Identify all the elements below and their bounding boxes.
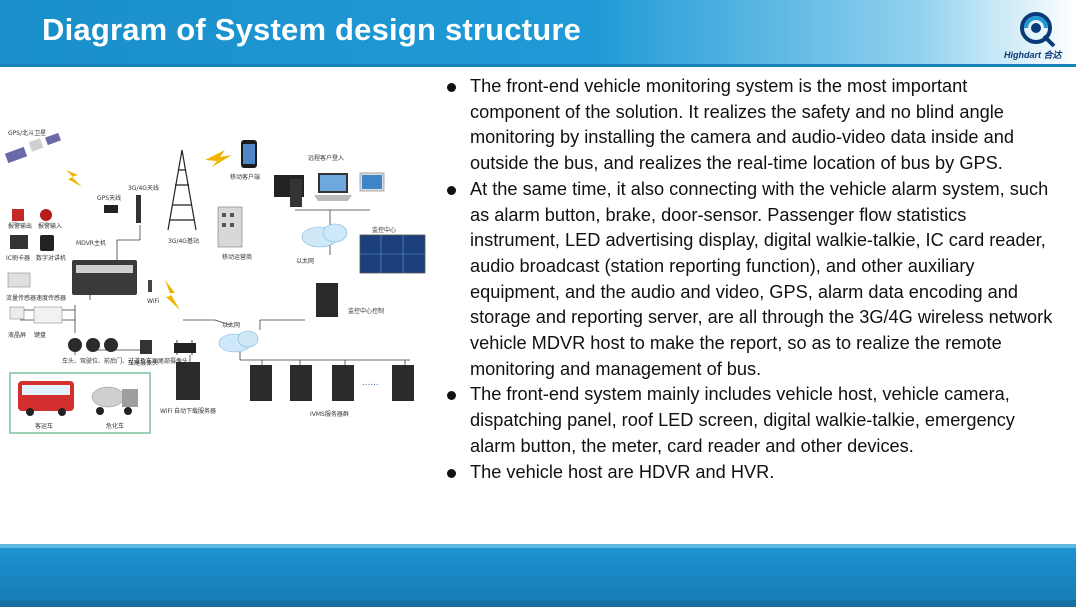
description-list: The front-end vehicle monitoring system … — [446, 74, 1056, 485]
wifi-router-icon — [174, 343, 196, 353]
rear-camera-icon — [140, 340, 152, 354]
bullet-text: The front-end vehicle monitoring system … — [470, 76, 1014, 174]
alarm-output-label: 报警输出 — [8, 222, 32, 230]
bullet-item: The front-end vehicle monitoring system … — [446, 74, 1056, 177]
footer-shadow — [0, 600, 1076, 607]
4g-antenna-icon — [136, 195, 141, 223]
lcd-screen-icon — [9, 306, 25, 320]
gps-antenna-label: GPS天线 — [97, 194, 121, 202]
bullet-item: The front-end system mainly includes veh… — [446, 382, 1056, 459]
title-bar-underline — [0, 64, 1076, 67]
gps-satellite-label: GPS/北斗卫星 — [8, 129, 46, 137]
vehicle-cameras-label: 车头、驾驶位、前后门、过道及车厢尾部摄像头 — [62, 357, 188, 365]
company-logo-icon — [1020, 12, 1056, 48]
operator-label: 移动运营商 — [222, 253, 252, 261]
vehicle-cameras-icon — [68, 338, 118, 352]
rear-camera-label: 车尾摄像头 — [128, 359, 158, 367]
bus-icon — [18, 381, 74, 416]
bullet-text: The vehicle host are HDVR and HVR. — [470, 461, 775, 482]
wireless-signal-icons — [66, 150, 232, 310]
wifi-server-icon — [176, 362, 200, 400]
control-server-label: 监控中心控制 — [348, 307, 384, 315]
gps-antenna-icon — [104, 205, 118, 213]
operator-building-icon — [217, 206, 243, 248]
lcd-screen-label: 液晶屏 — [8, 331, 26, 339]
footer-accent-line — [0, 544, 1076, 548]
keypad-icon — [33, 306, 63, 324]
bullet-text: At the same time, it also connecting wit… — [470, 178, 1053, 379]
alarm-output-icon — [12, 209, 24, 221]
footer-bar — [0, 548, 1076, 607]
truck-label: 危化车 — [106, 422, 124, 430]
wifi-antenna-icon — [148, 280, 152, 292]
flow-sensor-label: 流量传感器速度传感器 — [6, 294, 66, 302]
ivms-servers-label: IVMS服务器群 — [310, 410, 349, 418]
cell-tower-icon — [167, 149, 197, 231]
wifi-label: WiFi — [147, 298, 159, 305]
monitor-wall-icon — [359, 234, 426, 274]
remote-computers-icon — [274, 172, 385, 207]
walkie-talkie-icon — [40, 235, 54, 251]
base-station-label: 3G/4G基站 — [168, 237, 199, 245]
mdvr-host-icon — [72, 260, 137, 295]
ethernet-mid-label: 以太网 — [222, 321, 240, 329]
bullet-dot-icon — [447, 83, 456, 92]
bullet-dot-icon — [447, 468, 456, 478]
bullet-dot-icon — [447, 185, 456, 195]
keypad-label: 键盘 — [34, 331, 46, 339]
mobile-client-label: 移动客户端 — [230, 173, 260, 181]
bullet-item: The vehicle host are HDVR and HVR. — [446, 460, 1056, 486]
ic-card-label: IC刷卡器 — [6, 254, 30, 262]
4g-antenna-label: 3G/4G天线 — [128, 184, 159, 192]
intercom-label: 数字对讲机 — [36, 254, 66, 262]
title-bar — [0, 0, 1076, 64]
bullet-item: At the same time, it also connecting wit… — [446, 177, 1056, 383]
flow-sensor-icon — [7, 272, 31, 288]
satellite-icon — [4, 132, 61, 164]
ic-card-reader-icon — [10, 235, 28, 249]
tanker-truck-icon — [91, 386, 138, 415]
ethernet-cloud-icon — [218, 330, 259, 353]
alarm-input-icon — [40, 209, 52, 221]
control-server-icon — [316, 283, 338, 317]
slide-title: Diagram of System design structure — [42, 12, 582, 47]
ethernet-top-label: 以太网 — [296, 257, 314, 265]
alarm-input-label: 报警输入 — [38, 222, 62, 230]
ivms-servers-icon — [250, 365, 414, 401]
company-logo-text: Highdart 合达 — [1004, 50, 1062, 60]
more-servers-ellipsis: ...... — [362, 377, 379, 388]
internet-cloud-icon — [301, 223, 348, 248]
bus-label: 客运车 — [35, 422, 53, 430]
remote-login-label: 远程客户登入 — [308, 154, 344, 162]
bullet-text: The front-end system mainly includes veh… — [470, 384, 1015, 456]
bullet-dot-icon — [447, 391, 456, 401]
mdvr-label: MDVR主机 — [76, 239, 106, 247]
monitor-center-label: 监控中心 — [372, 226, 396, 234]
system-structure-diagram: GPS/北斗卫星 3G/4G基站 移动运营商 移动客户端 远程客户登入 以太网 … — [4, 129, 426, 434]
wifi-server-label: WiFi 自动下载服务器 — [160, 407, 216, 415]
